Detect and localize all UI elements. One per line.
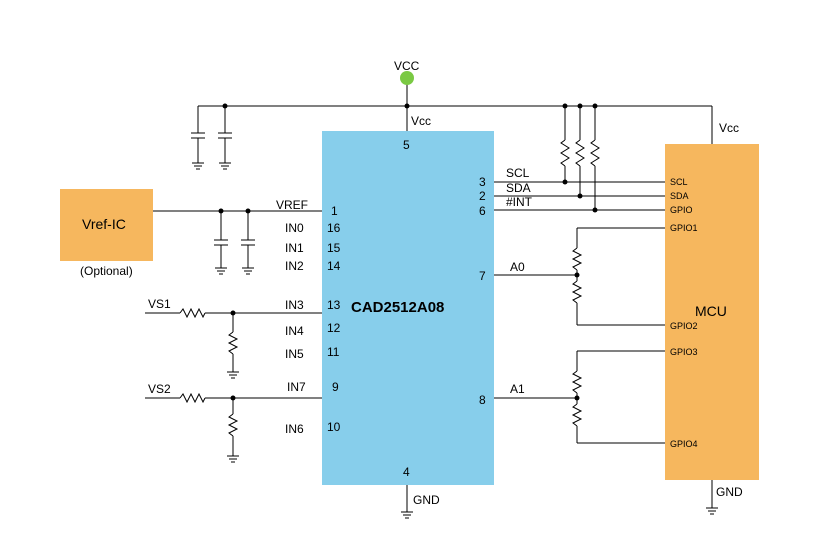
ic-pin-sda-number: 2 <box>479 189 486 203</box>
vref-network <box>153 208 322 275</box>
ic-pin-vcc-number: 5 <box>403 138 410 152</box>
mcu-pin-gpio4: GPIO4 <box>670 439 698 449</box>
mcu-pin-gpio: GPIO <box>670 205 693 215</box>
vs2-input-network <box>145 392 322 463</box>
ic-pin-in0-label: IN0 <box>285 221 304 235</box>
mcu-body <box>665 144 759 480</box>
i2c-bus <box>494 181 665 211</box>
ic-pin-a0-number: 7 <box>479 269 486 283</box>
ic-pin-a1-number: 8 <box>479 393 486 407</box>
ic-pin-a0-label: A0 <box>510 260 525 274</box>
mcu-pin-gpio3: GPIO3 <box>670 347 698 357</box>
vs1-input-network <box>145 307 322 379</box>
ic-vcc-label: Vcc <box>411 114 431 128</box>
ic-pin-gnd-number: 4 <box>403 465 410 479</box>
ic-body <box>322 131 494 485</box>
vcc-node <box>400 71 414 85</box>
ic-pin-scl-label: SCL <box>506 166 530 180</box>
ic-pin-in5-number: 11 <box>327 345 340 359</box>
ic-pin-in1-label: IN1 <box>285 241 304 255</box>
mcu-gnd-label: GND <box>716 485 743 499</box>
ic-pin-in2-number: 14 <box>327 259 341 273</box>
a0-address-divider <box>494 227 665 326</box>
ic-pin-in4-label: IN4 <box>285 324 304 338</box>
ic-pin-in6-number: 10 <box>327 420 341 434</box>
mcu-pin-sda: SDA <box>670 191 689 201</box>
ic-pin-in2-label: IN2 <box>285 259 304 273</box>
vs1-label: VS1 <box>148 297 171 311</box>
ic-pin-in3-label: IN3 <box>285 298 304 312</box>
ic-pin-a1-label: A1 <box>510 382 525 396</box>
ic-pin-in4-number: 12 <box>327 321 341 335</box>
ic-pin-in5-label: IN5 <box>285 347 304 361</box>
ic-name: CAD2512A08 <box>351 299 444 316</box>
ic-pin-vref-label: VREF <box>276 198 308 212</box>
ic-pin-in1-number: 15 <box>327 241 341 255</box>
vref-ic-block <box>60 189 153 261</box>
ic-pin-in7-number: 9 <box>332 380 339 394</box>
a1-address-divider <box>494 350 665 444</box>
ic-pin-vref-number: 1 <box>331 204 338 218</box>
ic-pin-in0-number: 16 <box>327 221 341 235</box>
ic-pin-in6-label: IN6 <box>285 422 304 436</box>
vref-ic-note: (Optional) <box>80 264 133 278</box>
mcu-vcc-label: Vcc <box>719 121 739 135</box>
ic-pin-scl-number: 3 <box>479 175 486 189</box>
vcc-node-label: VCC <box>394 59 420 73</box>
i2c-pullup-resistors <box>560 106 600 213</box>
decoupling-capacitors <box>191 106 232 170</box>
mcu-pin-gpio2: GPIO2 <box>670 321 698 331</box>
vref-ic-name: Vref-IC <box>82 216 126 232</box>
mcu-pin-gpio1: GPIO1 <box>670 223 698 233</box>
vs2-label: VS2 <box>148 382 171 396</box>
mcu-pin-scl: SCL <box>670 177 688 187</box>
ic-pin-int-number: 6 <box>479 204 486 218</box>
ic-pin-in3-number: 13 <box>327 298 341 312</box>
vcc-rail <box>198 71 713 144</box>
ic-gnd-label: GND <box>413 493 440 507</box>
ic-pin-sda-label: SDA <box>506 181 531 195</box>
ic-pin-int-label: #INT <box>506 195 533 209</box>
ground-symbols <box>401 480 718 519</box>
mcu-name: MCU <box>695 303 727 319</box>
ic-pin-in7-label: IN7 <box>287 380 306 394</box>
